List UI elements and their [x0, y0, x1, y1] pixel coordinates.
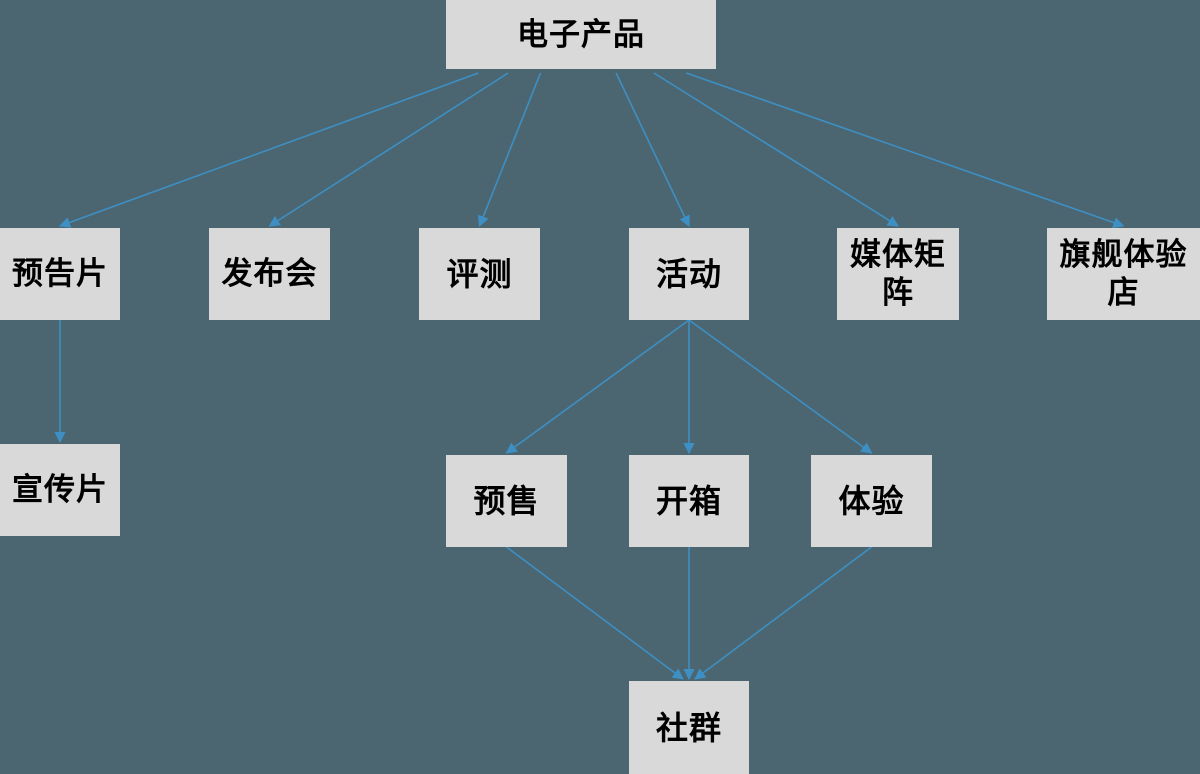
arrow-experience-to-community [694, 546, 872, 680]
node-trailer: 预告片 [0, 228, 120, 320]
node-promo-video: 宣传片 [0, 444, 120, 536]
arrow-activity-to-presale [505, 319, 690, 454]
node-flagship-store: 旗舰体验店 [1047, 228, 1200, 320]
arrow-root-to-media [653, 72, 899, 227]
arrow-root-to-activity [615, 72, 690, 228]
arrow-root-to-trailer [58, 72, 479, 228]
arrow-activity-to-experience [688, 319, 873, 454]
node-launch-event: 发布会 [209, 228, 330, 320]
arrow-presale-to-community [506, 546, 684, 680]
node-review: 评测 [419, 228, 540, 320]
arrow-root-to-flagship [686, 72, 1125, 228]
node-media-matrix: 媒体矩阵 [837, 228, 959, 320]
node-unboxing: 开箱 [629, 455, 749, 547]
node-experience: 体验 [811, 455, 932, 547]
arrow-root-to-launch [268, 72, 509, 227]
node-electronic-products: 电子产品 [446, 0, 716, 69]
arrow-root-to-review [478, 72, 542, 228]
node-community: 社群 [629, 681, 749, 774]
node-presale: 预售 [446, 455, 567, 547]
node-activity: 活动 [629, 228, 749, 320]
